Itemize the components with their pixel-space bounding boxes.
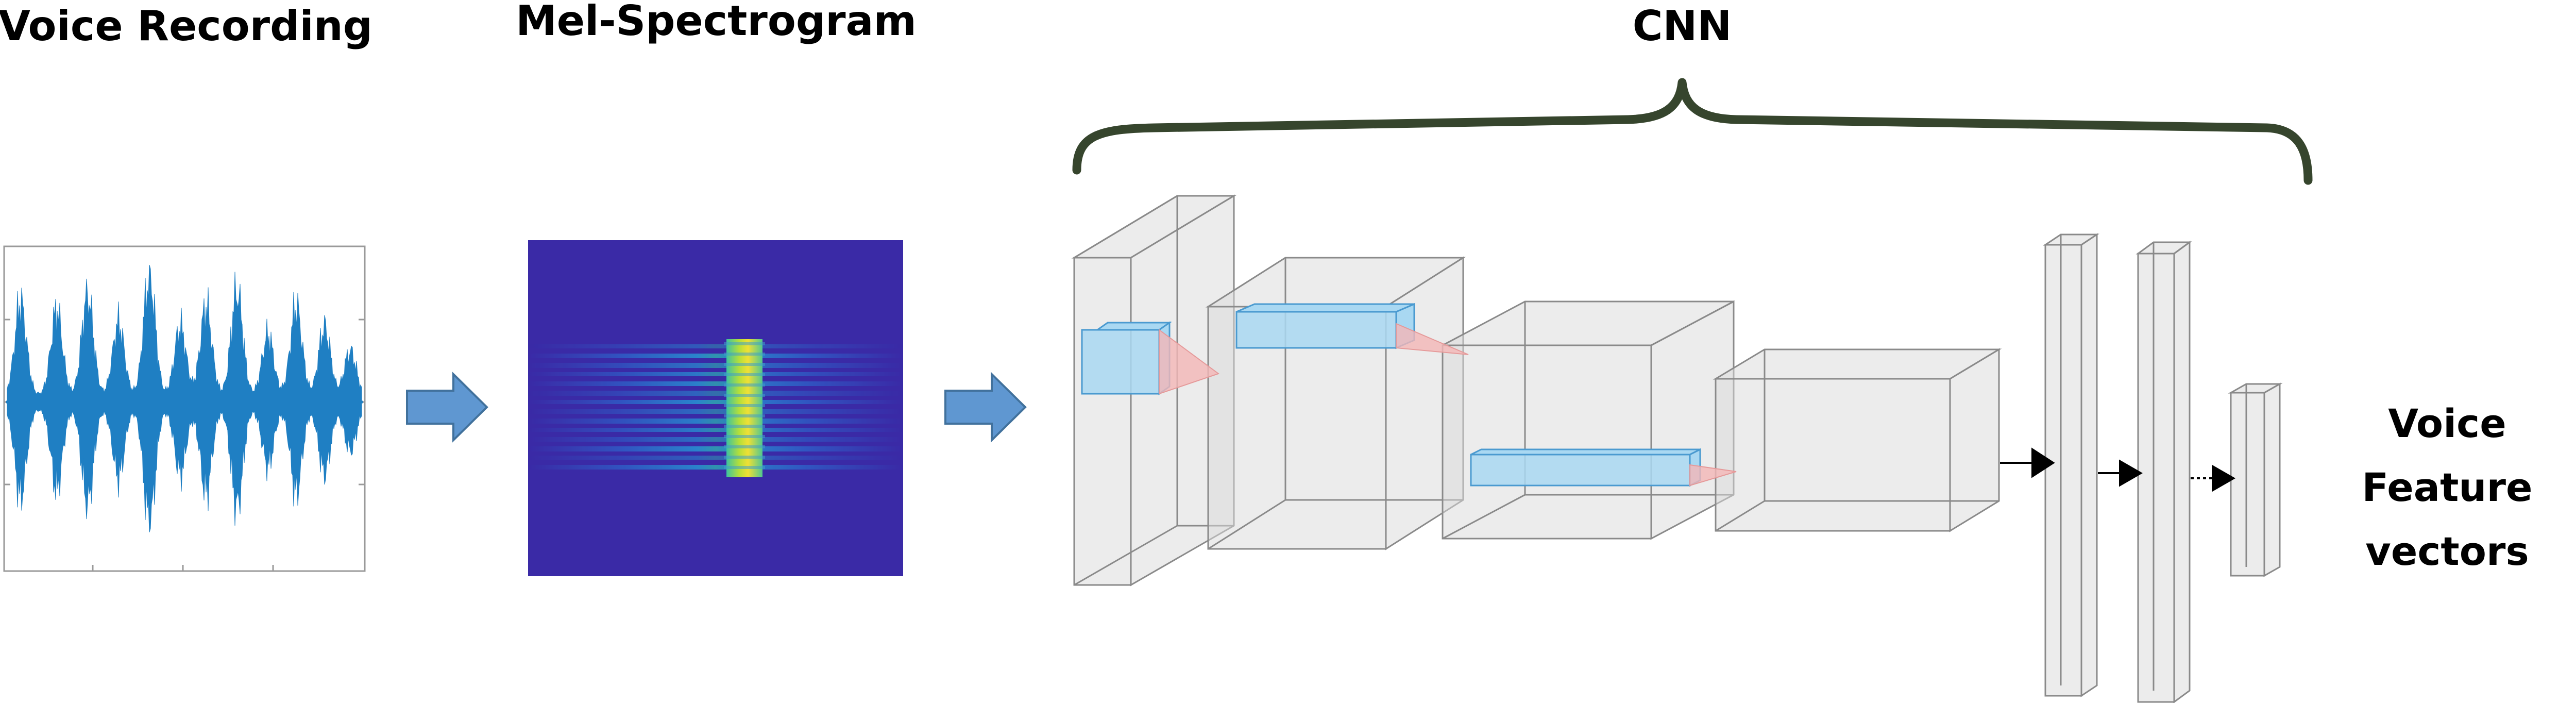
waveform-panel — [3, 245, 366, 572]
spectrogram-core-band — [724, 435, 765, 438]
output-label-line-2: Feature — [2362, 464, 2532, 510]
conv-layer-3 — [1442, 300, 1735, 540]
spectrogram-core-band — [724, 383, 765, 387]
spectrogram-core-band — [724, 414, 765, 417]
output-label-line-1: Voice — [2388, 400, 2506, 446]
small-arrow-icon — [2031, 447, 2055, 478]
mel-spectrogram-image — [528, 240, 903, 576]
spectrogram-band — [528, 372, 903, 376]
cnn-layers — [1071, 194, 2283, 703]
mel-spectrogram-title: Mel-Spectrogram — [516, 0, 917, 45]
spectrogram-band — [528, 409, 903, 414]
cnn-title: CNN — [1633, 2, 1732, 50]
curly-brace-icon — [1072, 78, 2313, 185]
spectrogram-band — [528, 354, 903, 358]
spectrogram-core-band — [724, 456, 765, 459]
spectrogram-band — [528, 465, 903, 470]
waveform-signal — [7, 264, 362, 532]
spectrogram-core-band — [724, 342, 765, 345]
conv-layer-4 — [1713, 348, 2002, 532]
spectrogram-core-band — [724, 373, 765, 376]
fully-connected-layer-1 — [2043, 233, 2099, 697]
right-arrow-icon — [944, 372, 1027, 443]
voice-recording-title: Voice Recording — [0, 2, 372, 50]
fully-connected-layer-2 — [2136, 241, 2192, 703]
conv-layer-2 — [1205, 256, 1466, 550]
kernel-1 — [1081, 321, 1220, 395]
spectrogram-core-band — [724, 353, 765, 356]
spectrogram-core-band — [724, 404, 765, 407]
small-arrow-icon — [2119, 459, 2143, 487]
output-label-line-3: vectors — [2365, 528, 2529, 574]
fc-connectors — [2000, 447, 2236, 492]
spectrogram-core-band — [724, 425, 765, 428]
kernel-3 — [1470, 448, 1737, 487]
spectrogram-band — [528, 391, 903, 396]
spectrogram-core-band — [724, 394, 765, 397]
spectrogram-band — [528, 446, 903, 451]
spectrogram-band — [528, 456, 903, 460]
spectrogram-core-band — [724, 363, 765, 366]
right-arrow-icon — [406, 372, 488, 443]
small-arrow-icon — [2212, 464, 2236, 492]
spectrogram-band — [528, 437, 903, 442]
conv-kernels — [1081, 303, 1737, 487]
spectrogram-band — [528, 419, 903, 424]
waveform-ticks — [4, 319, 365, 571]
spectrogram-band — [528, 381, 903, 386]
spectrogram-core-band — [724, 445, 765, 448]
spectrogram-band — [528, 363, 903, 368]
spectrogram-band — [528, 400, 903, 404]
spectrogram-core-band — [724, 466, 765, 469]
output-layer — [2228, 382, 2283, 577]
spectrogram-band — [528, 428, 903, 432]
spectrogram-band — [528, 344, 903, 348]
kernel-2 — [1235, 303, 1469, 355]
